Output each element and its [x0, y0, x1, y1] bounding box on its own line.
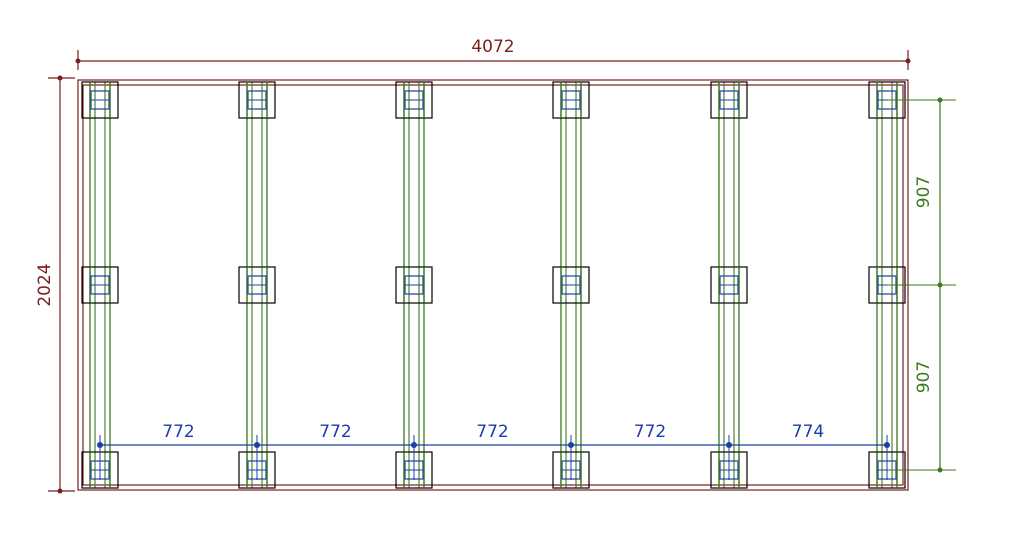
bay-node	[411, 442, 417, 448]
support-block	[710, 81, 748, 119]
overall-height-label: 2024	[35, 263, 55, 306]
bay-node	[884, 442, 890, 448]
row-spacing-label-2: 907	[914, 361, 934, 393]
support-block	[552, 81, 590, 119]
bay-spacing-label: 772	[162, 422, 194, 442]
bay-spacing-label: 774	[792, 422, 824, 442]
overall-width-label: 4072	[471, 37, 514, 57]
row-spacing-dimensions: 907 907	[888, 97, 956, 473]
overall-width-dimension: 4072	[75, 37, 911, 70]
support-block	[552, 266, 590, 304]
bay-spacing-label: 772	[476, 422, 508, 442]
bay-node	[726, 442, 732, 448]
support-block	[395, 81, 433, 119]
bay-node	[568, 442, 574, 448]
bay-node	[254, 442, 260, 448]
support-block	[395, 266, 433, 304]
bay-spacing-dimensions: 772 772 772 772 774	[97, 422, 890, 480]
bay-node	[97, 442, 103, 448]
support-block	[81, 266, 119, 304]
bay-spacing-label: 772	[319, 422, 351, 442]
support-block	[710, 266, 748, 304]
support-block	[81, 81, 119, 119]
bay-spacing-label: 772	[634, 422, 666, 442]
overall-height-dimension: 2024	[35, 75, 75, 494]
row-spacing-label-1: 907	[914, 176, 934, 208]
support-block	[238, 81, 276, 119]
support-block	[238, 266, 276, 304]
